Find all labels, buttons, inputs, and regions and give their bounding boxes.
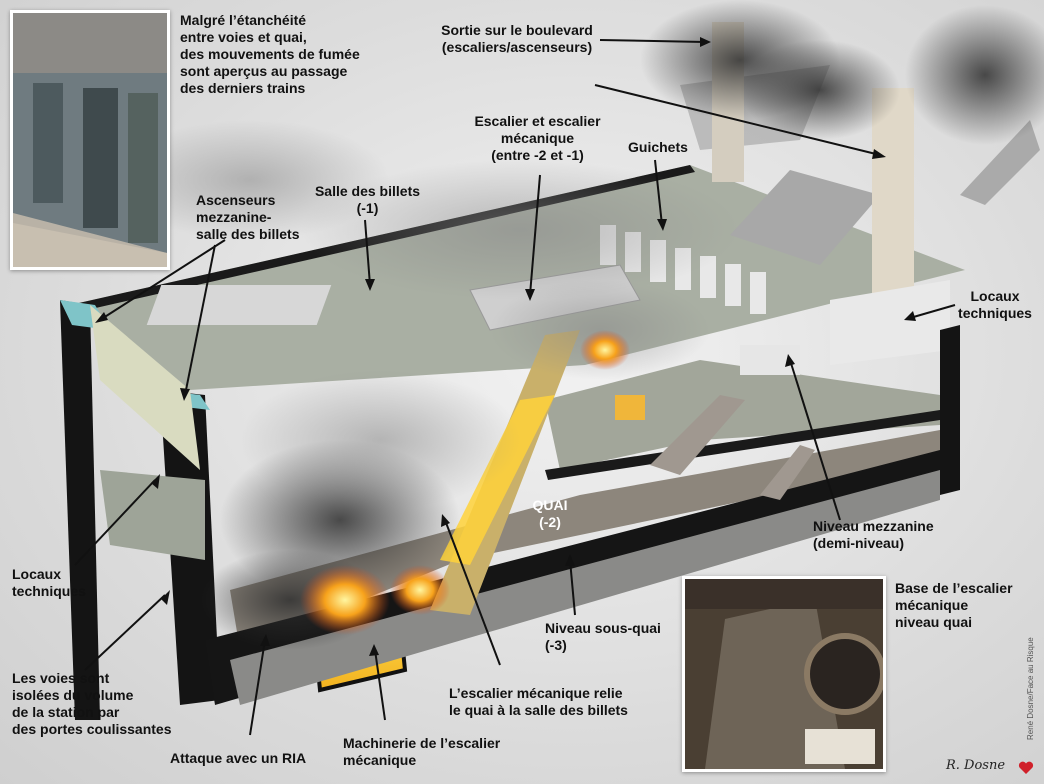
- escalator-base-photo: [682, 576, 886, 772]
- platform-doors-image: [13, 13, 167, 267]
- fire-flames: [300, 330, 630, 635]
- arrow-heads: [95, 37, 916, 656]
- label-ascenseurs: Ascenseurs mezzanine- salle des billets: [196, 192, 300, 242]
- label-escalators: Escalier et escalier mécanique (entre -2…: [474, 113, 601, 163]
- mezzanine-glow-box: [615, 395, 645, 420]
- front-wall-left: [60, 300, 100, 720]
- locaux-left-floor: [100, 470, 205, 560]
- label-voies: Les voies sont isolées du volume de la s…: [12, 670, 172, 737]
- heart-icon: [1018, 761, 1034, 774]
- mezzanine-stair: [650, 395, 745, 475]
- label-base-escalier: Base de l’escalier mécanique niveau quai: [895, 580, 1013, 630]
- label-exit: Sortie sur le boulevard (escaliers/ascen…: [441, 22, 593, 55]
- mezzanine-stair-2: [760, 445, 815, 500]
- label-salle-billets: Salle des billets (-1): [314, 183, 421, 216]
- right-end-wall: [940, 325, 960, 495]
- smoke-plumes: [110, 0, 1044, 650]
- label-locaux-left: Locaux techniques: [12, 566, 86, 599]
- mezzanine-edge: [545, 410, 940, 480]
- exit-escalators: [730, 170, 880, 265]
- escalator-base-image: [685, 579, 883, 769]
- signature: R. Dosne: [946, 758, 1006, 773]
- label-mezzanine: Niveau mezzanine (demi-niveau): [813, 518, 934, 551]
- label-machinerie: Machinerie de l’escalier mécanique: [343, 735, 501, 768]
- ticket-booth: [146, 285, 332, 325]
- under-platform-floor: [230, 470, 940, 705]
- label-attaque: Attaque avec un RIA: [170, 750, 307, 766]
- label-locaux-right: Locaux techniques: [958, 288, 1032, 321]
- platform-doors-photo: [10, 10, 170, 270]
- label-smoke-note: Malgré l’étanchéité entre voies et quai,…: [180, 12, 360, 96]
- photo-credit: René Dosne/Face au Risque: [1026, 637, 1035, 740]
- label-sous-quai: Niveau sous-quai (-3): [545, 620, 661, 653]
- mezzanine-floor: [545, 360, 940, 470]
- locaux-right-room: [830, 280, 950, 365]
- label-quai: QUAI (-2): [532, 497, 568, 530]
- label-guichets: Guichets: [628, 139, 688, 155]
- label-escalier-relie: L’escalier mécanique relie le quai à la …: [449, 685, 628, 718]
- platform-floor: [230, 430, 940, 650]
- left-box-wall: [90, 305, 200, 470]
- callout-arrows: [74, 39, 956, 736]
- escalator-glow: [440, 395, 555, 565]
- exit-stair-right: [960, 120, 1040, 205]
